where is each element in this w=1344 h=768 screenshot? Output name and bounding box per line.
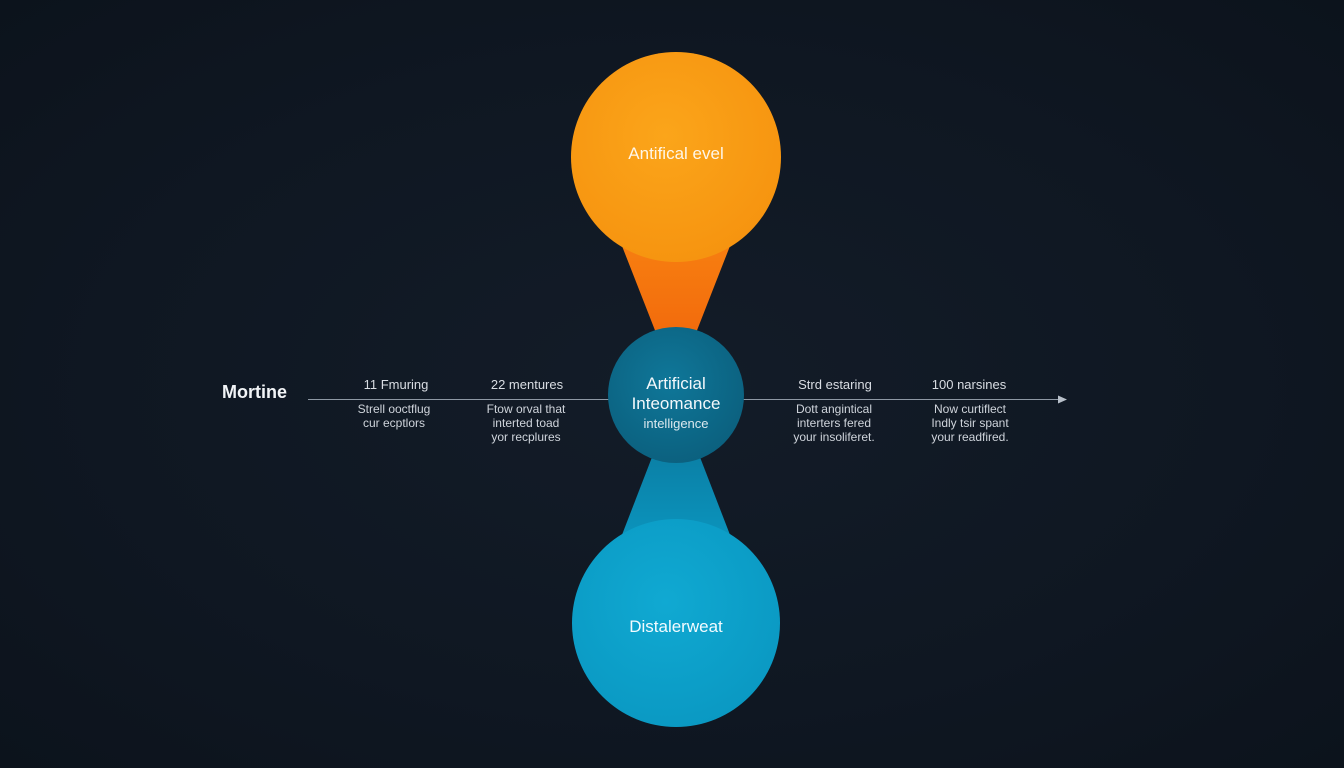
step-1-head: 11 Fmuring [363,377,429,392]
timeline-title: Mortine [222,382,287,402]
center-node [608,327,744,463]
step-4-desc: Now curtiflect Indly tsir spant your rea… [931,402,1009,444]
step-2-head: 22 mentures [490,377,564,392]
step-2-desc: Ftow orval that interted toad yor recplu… [486,402,566,444]
bottom-connector [620,452,732,540]
bottom-node-label: Distalerweat [629,617,723,636]
top-node [571,52,781,262]
center-node-title: Artificial Inteomance [631,374,721,413]
top-connector [622,246,730,338]
center-node-subtitle: intelligence [643,416,709,431]
top-node-label: Antifical evel [628,144,724,163]
bottom-node [572,519,780,727]
step-3-desc: Dott angintical interters fered your ins… [793,402,875,444]
step-1-desc: Strell ooctflug cur ecptlors [357,402,431,430]
step-3-head: Strd estaring [798,377,872,392]
step-4-head: 100 narsines [931,377,1007,392]
